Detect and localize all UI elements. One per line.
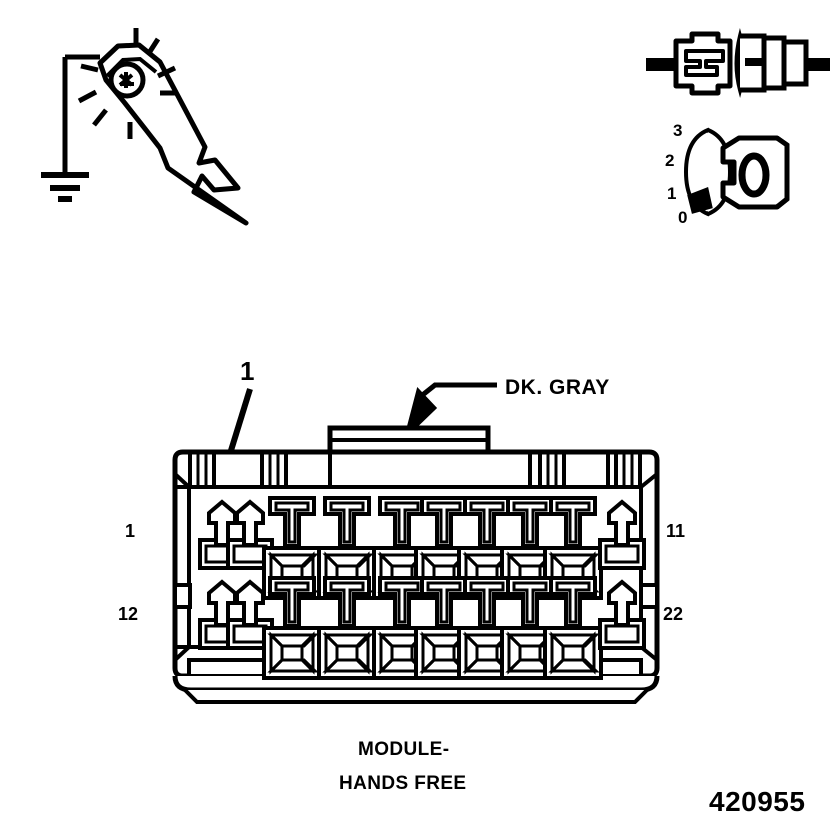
- figure-part-number: 420955: [709, 786, 806, 817]
- figure-caption-line-1: MODULE-: [358, 739, 450, 760]
- ignition-key-switch-icon: [683, 127, 790, 217]
- cavity-pin-14: [262, 576, 322, 680]
- pin-number-top-left: 1: [125, 521, 136, 541]
- pin-one-callout-label: 1: [240, 356, 255, 386]
- ignition-position-3-label: 3: [673, 121, 683, 140]
- connector-disconnect-icon: [646, 28, 830, 98]
- connector-housing: [172, 425, 660, 704]
- cavity-pin-20: [543, 576, 603, 680]
- pin-number-top-right: 11: [666, 521, 686, 541]
- test-light-probe-icon: [41, 28, 249, 226]
- ignition-position-0-label: 0: [678, 208, 688, 227]
- cavity-pin-15: [317, 576, 377, 680]
- dk-gray-leader-arrow: [403, 382, 497, 441]
- ignition-position-2-label: 2: [665, 151, 675, 170]
- figure-caption-line-2: HANDS FREE: [339, 773, 467, 794]
- pin-number-bottom-left: 12: [118, 604, 139, 624]
- dk-gray-color-label: DK. GRAY: [505, 376, 610, 399]
- pin-number-bottom-right: 22: [663, 604, 684, 624]
- ignition-position-1-label: 1: [667, 184, 677, 203]
